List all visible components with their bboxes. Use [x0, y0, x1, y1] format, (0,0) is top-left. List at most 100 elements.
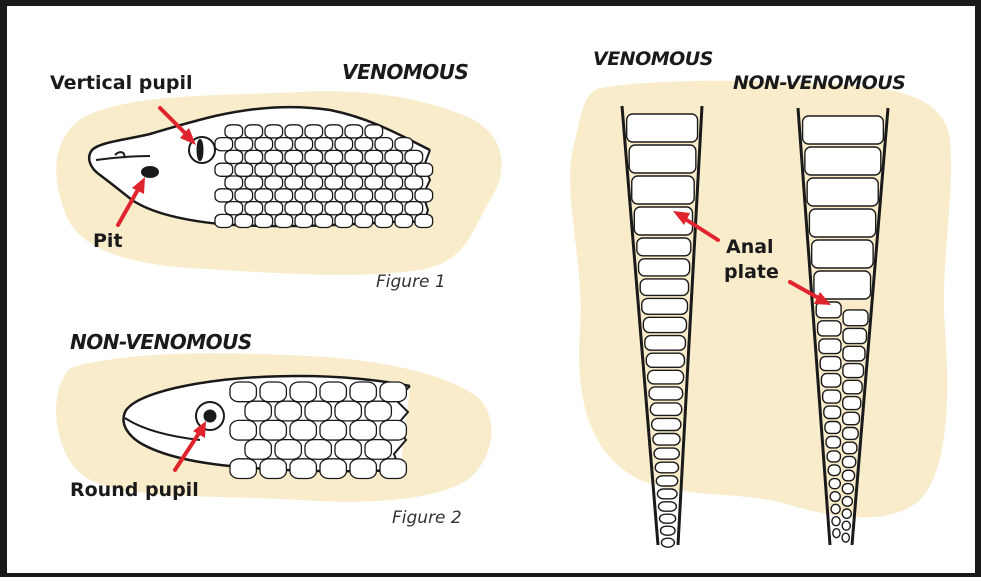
venomous-head-scale: [365, 125, 383, 138]
nonvenomous-subcaudal-scale: [819, 339, 841, 354]
nonvenomous-subcaudal-scale: [843, 310, 868, 326]
venomous-head-scale: [395, 138, 413, 151]
venomous-head-scale: [215, 163, 233, 176]
nonvenomous-subcaudal-scale: [842, 456, 855, 467]
nonvenomous-head-scale: [350, 382, 376, 402]
venomous-ventral-scale: [627, 114, 698, 142]
venomous-head-scale: [405, 150, 423, 163]
venomous-head-scale: [285, 176, 303, 189]
venomous-head-scale: [325, 202, 343, 215]
venomous-subcaudal-scale: [640, 279, 688, 295]
nonvenomous-subcaudal-scale: [831, 504, 840, 513]
nonvenomous-subcaudal-scale: [823, 390, 841, 403]
nonvenomous-head-scale: [245, 401, 271, 421]
venomous-subcaudal-scale: [654, 448, 679, 459]
nonvenomous-head-scale: [335, 401, 361, 421]
nonvenomous-head-scale: [320, 420, 346, 440]
venomous-head-scale: [365, 176, 383, 189]
venomous-head-scale: [265, 202, 283, 215]
venomous-head-scale: [335, 163, 353, 176]
nonvenomous-head-scale: [230, 459, 256, 479]
nonvenomous-head-scale: [350, 459, 376, 479]
venomous-subcaudal-scale: [648, 370, 684, 384]
nonvenomous-head-scale: [380, 382, 406, 402]
venomous-subcaudal-scale: [643, 317, 686, 332]
venomous-head-scale: [325, 150, 343, 163]
venomous-head-scale: [345, 150, 363, 163]
tail-nonvenomous-heading: NON-VENOMOUS: [733, 72, 905, 94]
venomous-head-scale: [215, 214, 233, 227]
venomous-ventral-scale: [632, 176, 694, 204]
nonvenomous-head-scale: [305, 440, 331, 460]
venomous-head-scale: [235, 138, 253, 151]
venomous-pit-opening: [142, 167, 158, 177]
nonvenomous-ventral-scale: [807, 178, 878, 206]
venomous-head-scale: [305, 125, 323, 138]
venomous-head-scale: [225, 202, 243, 215]
venomous-head-scale: [245, 125, 263, 138]
venomous-head-scale: [235, 214, 253, 227]
venomous-head-scale: [275, 214, 293, 227]
nonvenomous-subcaudal-scale: [843, 412, 860, 424]
venomous-subcaudal-scale: [652, 418, 681, 430]
venomous-head-scale: [265, 176, 283, 189]
nonvenomous-head-scale: [380, 459, 406, 479]
venomous-head-scale: [235, 163, 253, 176]
venomous-head-scale: [265, 150, 283, 163]
venomous-subcaudal-scale: [649, 387, 683, 400]
nonvenomous-head-scale: [260, 382, 286, 402]
venomous-head-scale: [295, 138, 313, 151]
nonvenomous-head-scale: [350, 420, 376, 440]
venomous-subcaudal-scale: [658, 502, 676, 511]
venomous-head-scale: [245, 150, 263, 163]
venomous-head-scale: [335, 138, 353, 151]
nonvenomous-subcaudal-scale: [842, 470, 854, 481]
nonvenomous-subcaudal-scale: [827, 451, 840, 462]
venomous-head-scale: [345, 202, 363, 215]
tails-background-blob: [570, 81, 951, 518]
venomous-head-scale: [325, 176, 343, 189]
venomous-head-scale: [325, 125, 343, 138]
figure2-heading: NON-VENOMOUS: [70, 330, 252, 354]
nonvenomous-head-scale: [260, 459, 286, 479]
nonvenomous-head-scale: [320, 382, 346, 402]
nonvenomous-subcaudal-scale: [832, 517, 840, 526]
nonvenomous-subcaudal-scale: [842, 521, 850, 530]
venomous-subcaudal-scale: [642, 298, 688, 314]
nonvenomous-head-scale: [380, 420, 406, 440]
venomous-subcaudal-scale: [646, 353, 684, 367]
venomous-subcaudal-scale: [653, 434, 680, 446]
nonvenomous-head-scale: [335, 440, 361, 460]
nonvenomous-ventral-scale: [803, 116, 884, 144]
venomous-head-scale: [405, 176, 423, 189]
nonvenomous-subcaudal-scale: [842, 533, 849, 542]
venomous-head-scale: [305, 150, 323, 163]
venomous-subcaudal-scale: [645, 336, 686, 351]
venomous-head-scale: [385, 202, 403, 215]
venomous-head-scale: [415, 163, 433, 176]
venomous-head-scale: [255, 189, 273, 202]
venomous-head-scale: [375, 163, 393, 176]
venomous-head-scale: [295, 163, 313, 176]
venomous-head-scale: [255, 214, 273, 227]
nonvenomous-subcaudal-scale: [829, 479, 840, 489]
venomous-head-scale: [305, 202, 323, 215]
nonvenomous-subcaudal-scale: [843, 328, 866, 343]
venomous-subcaudal-scale: [659, 514, 675, 523]
venomous-head-scale: [335, 214, 353, 227]
venomous-head-scale: [365, 202, 383, 215]
venomous-head-scale: [275, 163, 293, 176]
anal-plate-label-line1: Anal: [726, 236, 774, 258]
nonvenomous-subcaudal-scale: [818, 321, 841, 336]
nonvenomous-subcaudal-scale: [843, 380, 862, 393]
nonvenomous-ventral-scale: [814, 271, 871, 299]
venomous-head-scale: [225, 150, 243, 163]
nonvenomous-subcaudal-scale: [825, 422, 841, 434]
nonvenomous-ventral-scale: [812, 240, 873, 268]
venomous-head-scale: [275, 138, 293, 151]
nonvenomous-subcaudal-scale: [821, 374, 840, 387]
pit-label: Pit: [93, 230, 123, 252]
venomous-subcaudal-scale: [639, 259, 690, 276]
nonvenomous-subcaudal-scale: [828, 465, 840, 476]
venomous-head-scale: [395, 214, 413, 227]
